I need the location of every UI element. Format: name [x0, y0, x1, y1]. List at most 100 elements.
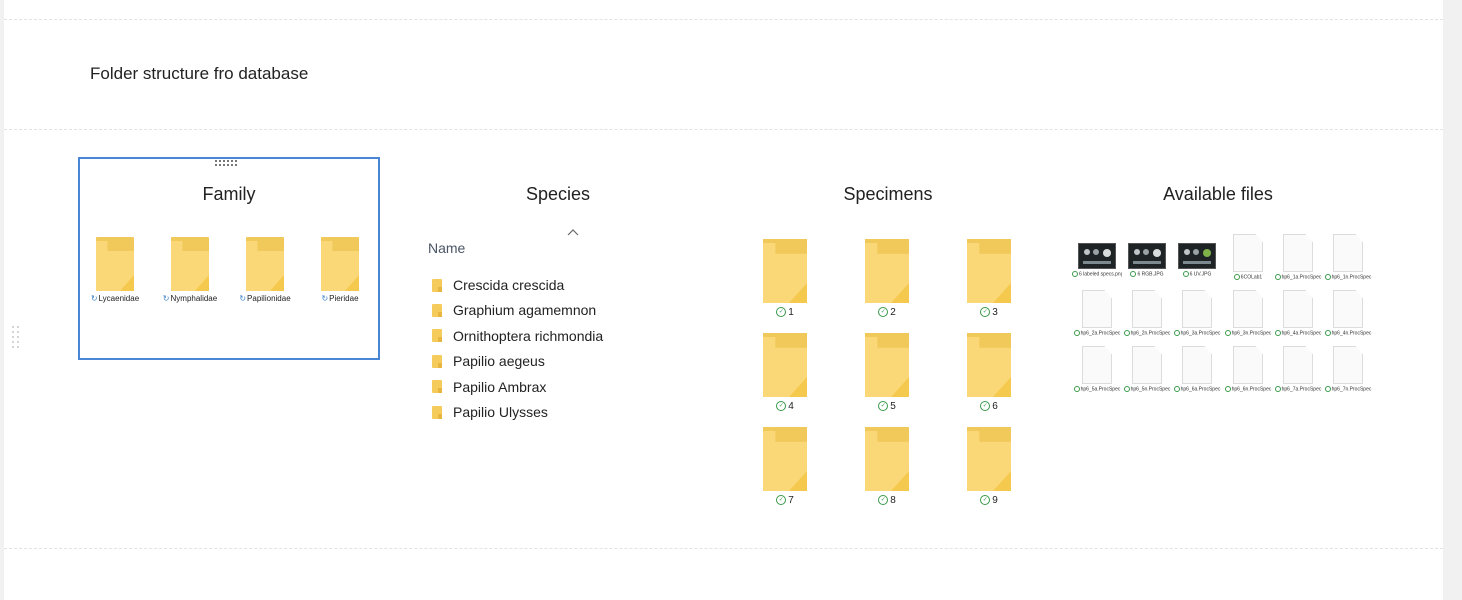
species-list-item[interactable]: Papilio aegeus: [432, 351, 545, 371]
folder-icon: [432, 380, 442, 394]
file-label: hp6_3n.ProcSpec: [1223, 330, 1273, 337]
file-label: hp6_6n.ProcSpec: [1223, 386, 1273, 393]
file-item[interactable]: hp6_2n.ProcSpec: [1122, 290, 1172, 337]
file-item[interactable]: hp6_2a.ProcSpec: [1072, 290, 1122, 337]
sync-icon: ↻: [162, 294, 170, 303]
specimen-label: ✓3: [949, 307, 1029, 318]
family-image-block[interactable]: Family ↻Lycaenidae↻Nymphalidae↻Papilioni…: [78, 157, 380, 360]
document-icon: [1182, 346, 1212, 384]
file-label: hp6_7n.ProcSpec: [1323, 386, 1373, 393]
check-icon: [1274, 274, 1281, 280]
species-name: Crescida crescida: [453, 277, 565, 293]
species-name: Ornithoptera richmondia: [453, 327, 604, 344]
check-icon: ✓: [980, 495, 991, 506]
sync-icon: ↻: [239, 294, 247, 303]
specimen-folder[interactable]: ✓3: [949, 239, 1029, 318]
specimen-folder[interactable]: ✓8: [847, 427, 927, 506]
name-column-header[interactable]: Name: [428, 240, 466, 256]
file-item[interactable]: 6COLab1: [1223, 234, 1273, 281]
file-item[interactable]: hp6_4a.ProcSpec: [1273, 290, 1323, 337]
check-icon: [1072, 271, 1078, 277]
check-icon: [1130, 271, 1137, 277]
check-icon: [1073, 386, 1080, 392]
species-list-item[interactable]: Ornithoptera richmondia: [432, 326, 603, 346]
family-folder-label: ↻Pieridae: [321, 294, 359, 303]
file-item[interactable]: 6 UV.JPG: [1172, 234, 1222, 278]
page-canvas: Folder structure fro database Family ↻Ly…: [4, 0, 1443, 600]
family-folder[interactable]: ↻Papilionidae: [230, 237, 300, 303]
resize-grip[interactable]: [215, 160, 239, 168]
check-icon: [1274, 386, 1281, 392]
specimen-label: ✓2: [847, 307, 927, 318]
specimen-folder[interactable]: ✓5: [847, 333, 927, 412]
file-item[interactable]: hp6_3n.ProcSpec: [1223, 290, 1273, 337]
folder-icon: [865, 333, 909, 397]
species-list-item[interactable]: Papilio Ambrax: [432, 377, 546, 397]
file-label: hp6_5n.ProcSpec: [1122, 386, 1172, 393]
folder-icon: [432, 329, 442, 343]
file-label: hp6_6a.ProcSpec: [1172, 386, 1222, 393]
file-item[interactable]: hp6_4n.ProcSpec: [1323, 290, 1373, 337]
file-item[interactable]: hp6_6a.ProcSpec: [1172, 346, 1222, 393]
document-icon: [1233, 234, 1263, 272]
document-icon: [1233, 290, 1263, 328]
family-folder[interactable]: ↻Nymphalidae: [155, 237, 225, 303]
file-item[interactable]: hp6_7n.ProcSpec: [1323, 346, 1373, 393]
files-title: Available files: [1163, 184, 1273, 204]
check-icon: ✓: [776, 401, 787, 412]
chevron-up-icon[interactable]: [567, 228, 579, 236]
folder-icon: [967, 333, 1011, 397]
page-title: Folder structure fro database: [90, 64, 309, 83]
folder-icon: [967, 239, 1011, 303]
species-list-item[interactable]: Papilio Ulysses: [432, 402, 548, 422]
document-icon: [1132, 346, 1162, 384]
specimen-label: ✓8: [847, 495, 927, 506]
file-item[interactable]: 6 RGB.JPG: [1122, 234, 1172, 278]
file-item[interactable]: hp6_3a.ProcSpec: [1172, 290, 1222, 337]
species-list-item[interactable]: Graphium agamemnon: [432, 300, 596, 320]
species-name: Papilio Ulysses: [453, 404, 548, 420]
specimen-folder[interactable]: ✓2: [847, 239, 927, 318]
file-item[interactable]: 6 labeled specs.png: [1072, 234, 1122, 278]
sync-icon: ↻: [90, 294, 98, 303]
family-title: Family: [202, 184, 256, 204]
file-item[interactable]: hp6_5a.ProcSpec: [1072, 346, 1122, 393]
file-label: 6 UV.JPG: [1172, 271, 1222, 278]
image-thumbnail: [1178, 243, 1216, 269]
specimen-label: ✓4: [745, 401, 825, 412]
folder-icon: [763, 333, 807, 397]
specimen-label: ✓1: [745, 307, 825, 318]
file-item[interactable]: hp6_7a.ProcSpec: [1273, 346, 1323, 393]
folder-icon: [321, 237, 359, 291]
file-item[interactable]: hp6_1a.ProcSpec: [1273, 234, 1323, 281]
file-label: hp6_1n.ProcSpec: [1323, 274, 1373, 281]
specimen-folder[interactable]: ✓4: [745, 333, 825, 412]
folder-icon: [246, 237, 284, 291]
document-icon: [1283, 234, 1313, 272]
document-icon: [1082, 346, 1112, 384]
file-item[interactable]: hp6_6n.ProcSpec: [1223, 346, 1273, 393]
folder-icon: [865, 427, 909, 491]
species-list-item[interactable]: Crescida crescida: [432, 275, 564, 295]
species-name: Papilio aegeus: [453, 353, 545, 370]
file-label: hp6_2a.ProcSpec: [1072, 330, 1122, 337]
specimen-folder[interactable]: ✓7: [745, 427, 825, 506]
file-label: 6 labeled specs.png: [1072, 271, 1122, 278]
family-folder[interactable]: ↻Lycaenidae: [80, 237, 150, 303]
folder-icon: [96, 237, 134, 291]
file-label: hp6_4a.ProcSpec: [1273, 330, 1323, 337]
file-item[interactable]: hp6_5n.ProcSpec: [1122, 346, 1172, 393]
check-icon: [1224, 386, 1231, 392]
check-icon: ✓: [878, 495, 889, 506]
specimen-label: ✓5: [847, 401, 927, 412]
folder-icon: [171, 237, 209, 291]
file-label: 6 RGB.JPG: [1122, 271, 1172, 278]
image-thumbnail: [1128, 243, 1166, 269]
specimen-folder[interactable]: ✓1: [745, 239, 825, 318]
file-item[interactable]: hp6_1n.ProcSpec: [1323, 234, 1373, 281]
specimen-folder[interactable]: ✓6: [949, 333, 1029, 412]
file-label: hp6_4n.ProcSpec: [1323, 330, 1373, 337]
family-folder[interactable]: ↻Pieridae: [305, 237, 375, 303]
drag-handle[interactable]: [12, 326, 22, 350]
specimen-folder[interactable]: ✓9: [949, 427, 1029, 506]
